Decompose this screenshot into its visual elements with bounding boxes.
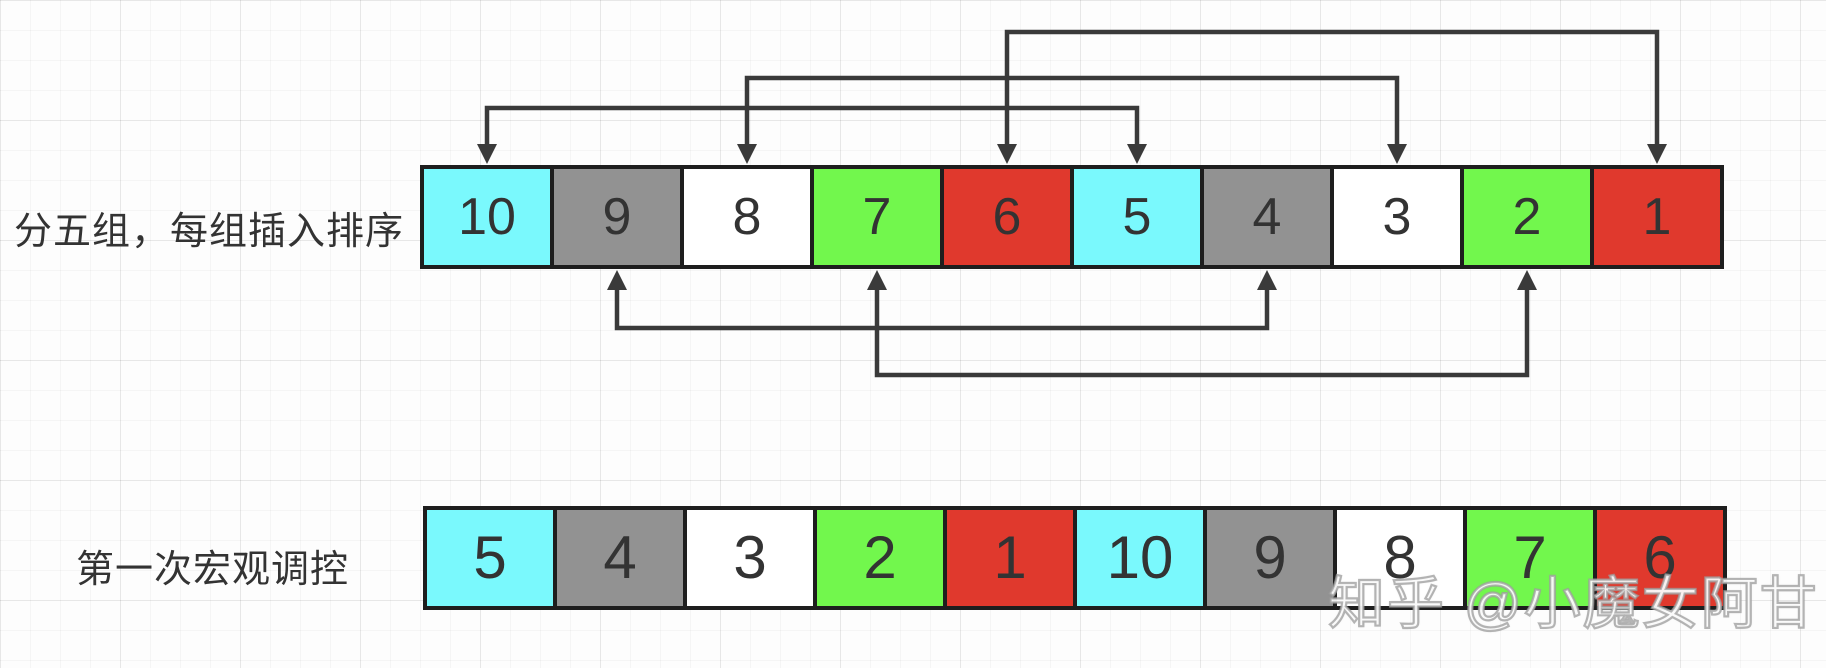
arrowhead-icon <box>1257 270 1277 290</box>
array-cell-2: 2 <box>1462 167 1592 267</box>
array-cell-8: 8 <box>1335 508 1465 608</box>
row1-label: 分五组，每组插入排序 <box>14 211 405 253</box>
row2-label: 第一次宏观调控 <box>76 549 350 591</box>
array-cell-10: 10 <box>422 167 552 267</box>
connector-10-5 <box>484 105 1140 144</box>
connector-7-2 <box>874 290 1530 378</box>
connector-8-3 <box>744 75 1400 144</box>
arrowhead-icon <box>1517 270 1537 290</box>
arrowhead-icon <box>477 144 497 164</box>
array-cell-6: 6 <box>942 167 1072 267</box>
array-cell-9: 9 <box>1205 508 1335 608</box>
array-cell-7: 7 <box>812 167 942 267</box>
array-cell-8: 8 <box>682 167 812 267</box>
arrowhead-icon <box>1127 144 1147 164</box>
array-cell-1: 1 <box>945 508 1075 608</box>
arrowhead-icon <box>607 270 627 290</box>
array-cell-1: 1 <box>1592 167 1722 267</box>
array-cell-7: 7 <box>1465 508 1595 608</box>
array-cell-5: 5 <box>425 508 555 608</box>
watermark-text: 知乎 @小魔女阿甘 <box>1327 571 1819 637</box>
arrowhead-icon <box>1647 144 1667 164</box>
array-cell-3: 3 <box>1332 167 1462 267</box>
arrowhead-icon <box>867 270 887 290</box>
array-cell-6: 6 <box>1595 508 1725 608</box>
array-cell-3: 3 <box>685 508 815 608</box>
arrowhead-icon <box>737 144 757 164</box>
arrowhead-icon <box>1387 144 1407 164</box>
array-cell-9: 9 <box>552 167 682 267</box>
array-cell-4: 4 <box>1202 167 1332 267</box>
connector-9-4 <box>614 290 1270 331</box>
array-cell-10: 10 <box>1075 508 1205 608</box>
arrowhead-icon <box>997 144 1017 164</box>
array-cell-4: 4 <box>555 508 685 608</box>
array-cell-5: 5 <box>1072 167 1202 267</box>
connector-6-1 <box>1004 29 1660 144</box>
array-cell-2: 2 <box>815 508 945 608</box>
